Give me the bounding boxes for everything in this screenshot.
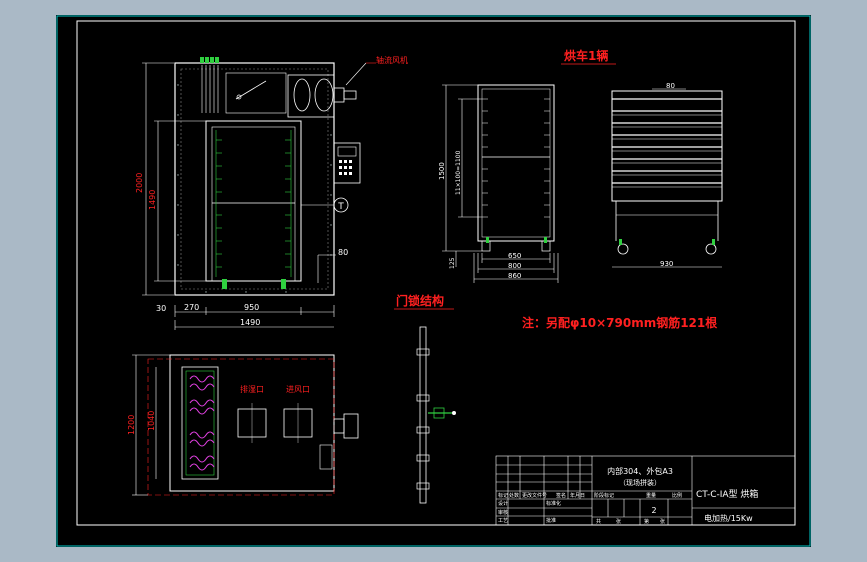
hdr-change-doc: 更改文件号 [522,492,547,499]
inlet-label: 排湿口 [240,384,264,394]
approve-label: 批准 [546,517,556,524]
dim-1040: 1040 [147,411,156,431]
dim-2000: 2000 [135,173,144,193]
drawing-sheet: T 轴流风机 2000 1490 80 30 270 950 1490 [56,15,811,547]
row-process: 工艺 [498,518,508,524]
row-design: 设计 [498,500,508,507]
note-text: 注：另配φ10×790mm钢筋121根 [522,315,717,330]
cart-dim-860: 860 [508,272,521,280]
chamber-racks [215,130,292,277]
drawing-name: CT-C-ⅠA型 烘箱 [696,488,758,500]
heater-coils-plan [189,375,215,471]
cad-drawing: T 轴流风机 2000 1490 80 30 270 950 1490 [56,15,811,547]
hdr-count: 处数 [509,492,519,499]
dim-1490-horiz: 1490 [240,318,260,327]
cart-dim-80: 80 [666,82,675,90]
dim-270: 270 [184,303,199,312]
sheet-count: 2 [651,506,656,515]
stage-mark: 阶段标记 [594,492,614,499]
title-block [495,455,796,526]
cart-dim-pitch: 11×100=1100 [455,150,462,195]
foot-number: 第 [644,518,649,525]
weight-label: 重量 [646,492,656,499]
fan-housing [287,74,335,118]
door-lock [416,326,456,504]
heater-terminals [200,57,219,63]
dim-30: 30 [156,304,166,313]
hdr-sign: 签名 [556,492,566,499]
cart-dim-125: 125 [449,257,456,269]
plan-view: 排湿口 进风口 [147,354,359,496]
inner-frame [76,20,796,526]
power-rating: 电加热/15Kw [704,513,753,523]
cart-dim-650: 650 [508,252,521,260]
front-view: T 轴流风机 [174,55,408,296]
scale-label: 比例 [672,492,682,499]
heater-tubes [201,65,219,113]
dim-950: 950 [244,303,259,312]
dim-80: 80 [338,248,348,257]
foot-total: 共 [596,518,601,525]
hdr-mark: 标记 [498,492,508,499]
fan-label: 轴流风机 [376,55,408,65]
std-label: 标准化 [546,500,561,507]
outer-frame [56,15,811,547]
row-review: 审核 [498,509,508,516]
hdr-date: 年月日 [570,492,585,499]
cart-front-dims [442,84,559,283]
material-line2: （现场拼装） [619,478,661,487]
cart-front [477,84,555,252]
insulation-hatch [177,84,332,293]
cart-dim-1500: 1500 [438,162,446,180]
plan-dims [132,354,170,496]
foot-sheet2: 张 [660,518,665,525]
dim-1490-vert: 1490 [148,190,157,210]
cart-title: 烘车1辆 [564,48,608,63]
outlet-label: 进风口 [286,385,310,394]
front-dims [142,62,336,330]
dim-1200: 1200 [127,415,136,435]
door-lock-title: 门锁结构 [396,293,444,308]
control-panel [333,142,361,184]
circle-mark: T [337,202,344,212]
cart-side [611,90,723,255]
cart-dim-800: 800 [508,262,521,270]
cart-dim-930: 930 [660,260,673,268]
foot-sheet1: 张 [616,518,621,525]
material-line1: 内部304、外包A3 [607,466,673,476]
